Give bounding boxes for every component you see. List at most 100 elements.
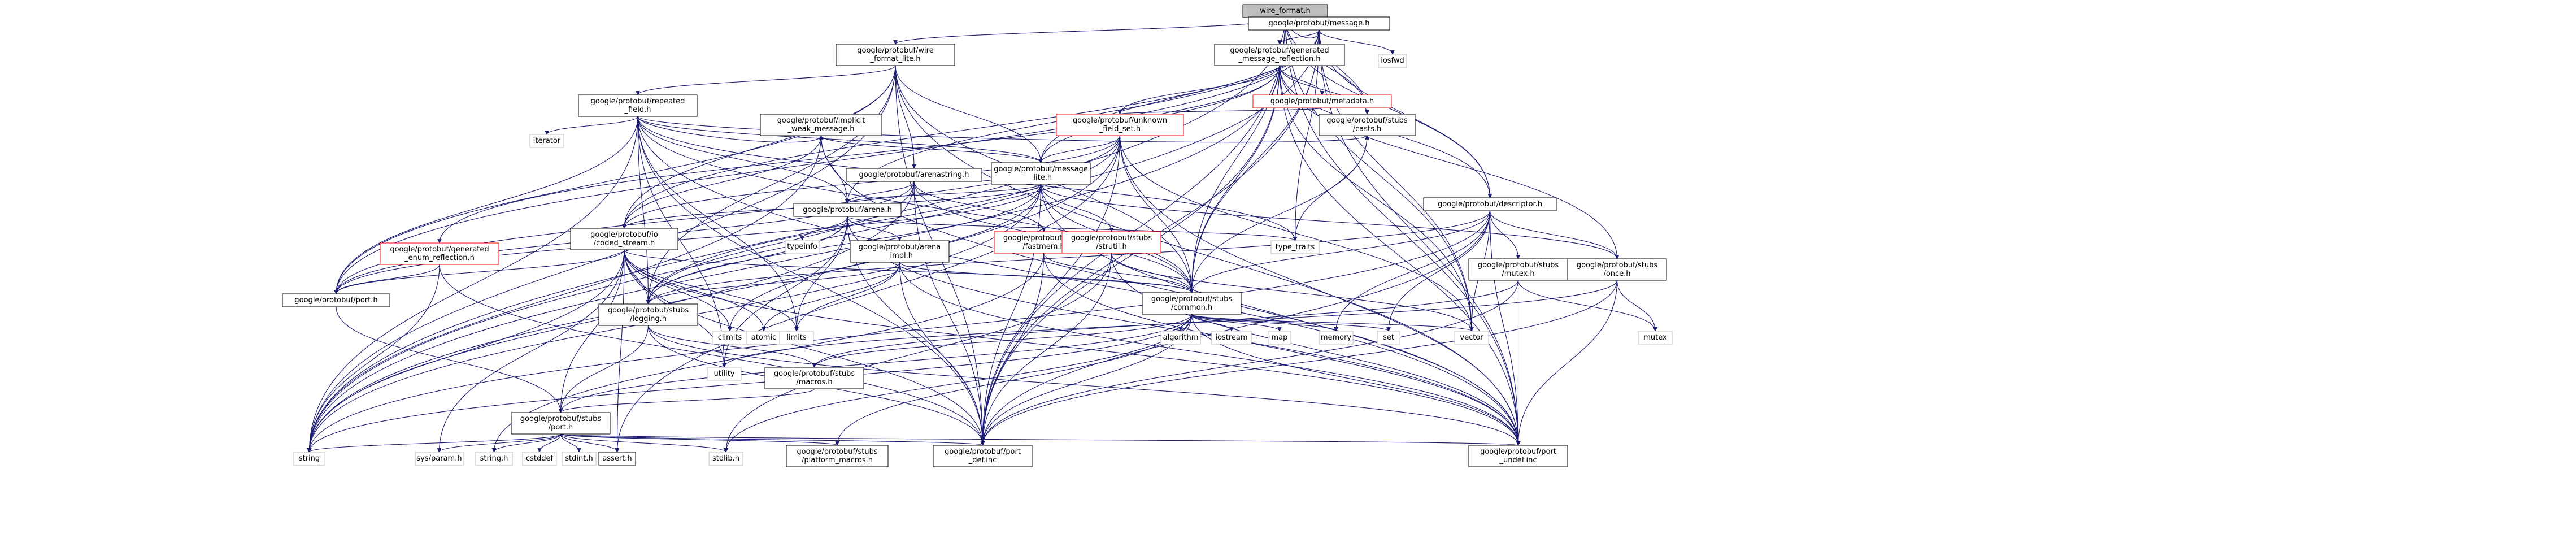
node-stubs-port[interactable]: google/protobuf/stubs/port.h <box>511 412 611 435</box>
node-gen-enum-refl[interactable]: google/protobuf/generated_enum_reflectio… <box>380 242 499 265</box>
edge-wire-lite-to-message-lite <box>895 65 1043 163</box>
edge-stubs-mutex-to-port-def <box>980 280 1519 446</box>
edge-stubs-logging-to-port-undef <box>647 325 1521 446</box>
node-label: utility <box>714 370 735 378</box>
edge-descriptor-to-stubs-common <box>1189 210 1491 293</box>
node-label: atomic <box>751 333 776 342</box>
node-stdint: stdint.h <box>562 452 597 466</box>
node-stubs-macros[interactable]: google/protobuf/stubs/macros.h <box>764 367 864 389</box>
node-label: google/protobuf/implicit <box>777 116 865 125</box>
node-arena[interactable]: google/protobuf/arena.h <box>793 203 902 217</box>
node-label: google/protobuf/stubs <box>797 448 878 456</box>
edge-message-lite-to-port-h <box>334 184 1042 294</box>
node-port-undef[interactable]: google/protobuf/port_undef.inc <box>1468 445 1568 467</box>
node-arena-impl[interactable]: google/protobuf/arena_impl.h <box>850 240 950 263</box>
node-stubs-casts[interactable]: google/protobuf/stubs/casts.h <box>1319 114 1416 136</box>
node-set: set <box>1377 331 1400 345</box>
edge-coded-stream-to-port-undef <box>624 249 1521 446</box>
node-label: assert.h <box>602 454 632 463</box>
node-mutex: mutex <box>1638 331 1673 345</box>
node-port-def[interactable]: google/protobuf/port_def.inc <box>933 445 1033 467</box>
edge-stubs-common-to-map <box>1191 314 1282 332</box>
edge-wire-lite-to-arenastring <box>895 65 916 169</box>
node-label: /mutex.h <box>1502 270 1534 278</box>
node-descriptor[interactable]: google/protobuf/descriptor.h <box>1423 197 1557 211</box>
edge-message-to-port-h <box>334 29 1320 294</box>
node-label: /port.h <box>549 423 573 432</box>
node-label: string.h <box>480 454 508 463</box>
node-memory: memory <box>1319 331 1354 345</box>
edge-descriptor-to-stubs-once <box>1489 210 1620 259</box>
edge-coded-stream-to-climits <box>624 249 732 332</box>
node-label: google/protobuf/stubs <box>1577 261 1658 270</box>
node-strutil[interactable]: google/protobuf/stubs/strutil.h <box>1061 231 1161 254</box>
node-repeated-field[interactable]: google/protobuf/repeated_field.h <box>578 94 698 117</box>
node-label: google/protobuf/stubs <box>520 415 602 423</box>
node-typeinfo: typeinfo <box>785 240 820 254</box>
node-box <box>779 331 814 345</box>
node-label: _enum_reflection.h <box>404 254 475 262</box>
node-message[interactable]: google/protobuf/message.h <box>1248 16 1390 31</box>
node-unknown-field-set[interactable]: google/protobuf/unknown_field_set.h <box>1056 114 1184 136</box>
edge-coded-stream-to-port-h <box>334 249 625 294</box>
edge-stubs-port-to-platform-macros <box>560 433 839 446</box>
node-box <box>785 240 820 254</box>
edge-stubs-once-to-port-def <box>980 280 1618 446</box>
node-stubs-logging[interactable]: google/protobuf/stubs/logging.h <box>598 303 698 326</box>
node-box <box>707 367 742 381</box>
node-arenastring[interactable]: google/protobuf/arenastring.h <box>846 168 982 182</box>
node-label: cstddef <box>526 454 554 463</box>
node-label: string <box>299 454 320 463</box>
node-box <box>1061 231 1161 254</box>
node-label: /coded_stream.h <box>594 239 655 248</box>
node-message-lite[interactable]: google/protobuf/message_lite.h <box>991 162 1091 185</box>
node-label: _field_set.h <box>1099 125 1141 133</box>
node-coded-stream[interactable]: google/protobuf/io/coded_stream.h <box>570 228 678 250</box>
node-label: google/protobuf/stubs <box>608 306 689 315</box>
edge-message-lite-to-stubs-once <box>1040 184 1620 259</box>
edge-repeated-field-to-limits <box>637 116 799 332</box>
edge-message-lite-to-stubs-logging <box>646 184 1042 305</box>
edge-message-lite-to-arena <box>845 184 1042 204</box>
node-box <box>1248 16 1390 31</box>
node-box <box>475 452 513 466</box>
edge-arenastring-to-arena <box>845 181 915 204</box>
node-platform-macros[interactable]: google/protobuf/stubs/platform_macros.h <box>786 445 889 467</box>
node-box <box>282 293 390 307</box>
node-label: set <box>1383 333 1394 342</box>
node-box <box>1567 258 1667 281</box>
edge-message-to-gen-msg-refl <box>1277 29 1320 45</box>
edge-stubs-mutex-to-mutex <box>1517 280 1657 332</box>
edge-stubs-port-to-port-undef <box>560 433 1520 446</box>
edge-stubs-common-to-stubs-macros <box>812 314 1193 368</box>
node-stubs-mutex[interactable]: google/protobuf/stubs/mutex.h <box>1468 258 1568 281</box>
edge-arena-to-limits <box>794 216 848 332</box>
node-box <box>1142 292 1242 315</box>
node-port-h[interactable]: google/protobuf/port.h <box>282 293 390 307</box>
edge-repeated-field-to-message-lite <box>637 116 1043 163</box>
node-wire-lite[interactable]: google/protobuf/wire_format_lite.h <box>836 44 955 66</box>
node-stubs-once[interactable]: google/protobuf/stubs/once.h <box>1567 258 1667 281</box>
node-wire-format[interactable]: wire_format.h <box>1242 4 1328 18</box>
node-label: google/protobuf/stubs <box>1151 295 1233 303</box>
node-label: climits <box>718 333 742 342</box>
node-label: google/protobuf/port <box>945 448 1021 456</box>
edge-stubs-logging-to-stubs-macros <box>647 325 817 368</box>
node-implicit-weak[interactable]: google/protobuf/implicit_weak_message.h <box>760 114 882 136</box>
edge-coded-stream-to-sys-param <box>437 249 625 453</box>
node-gen-msg-refl[interactable]: google/protobuf/generated_message_reflec… <box>1214 44 1345 66</box>
edge-wire-format-to-port-undef <box>1285 17 1521 446</box>
edge-stubs-logging-to-stubs-port <box>558 325 649 413</box>
node-assert-h[interactable]: assert.h <box>598 452 636 466</box>
edge-arena-impl-to-stubs-logging <box>646 262 900 305</box>
node-label: google/protobuf/arena <box>859 243 941 251</box>
node-box <box>598 303 698 326</box>
edge-unknown-field-set-to-stubs-common <box>1119 135 1194 293</box>
node-label: google/protobuf/message <box>994 165 1088 173</box>
node-box <box>846 168 982 182</box>
node-label: algorithm <box>1163 333 1199 342</box>
edge-stubs-port-to-assert-h <box>560 433 620 453</box>
edge-repeated-field-to-utility <box>637 116 726 368</box>
node-metadata[interactable]: google/protobuf/metadata.h <box>1252 94 1392 108</box>
node-stubs-common[interactable]: google/protobuf/stubs/common.h <box>1142 292 1242 315</box>
